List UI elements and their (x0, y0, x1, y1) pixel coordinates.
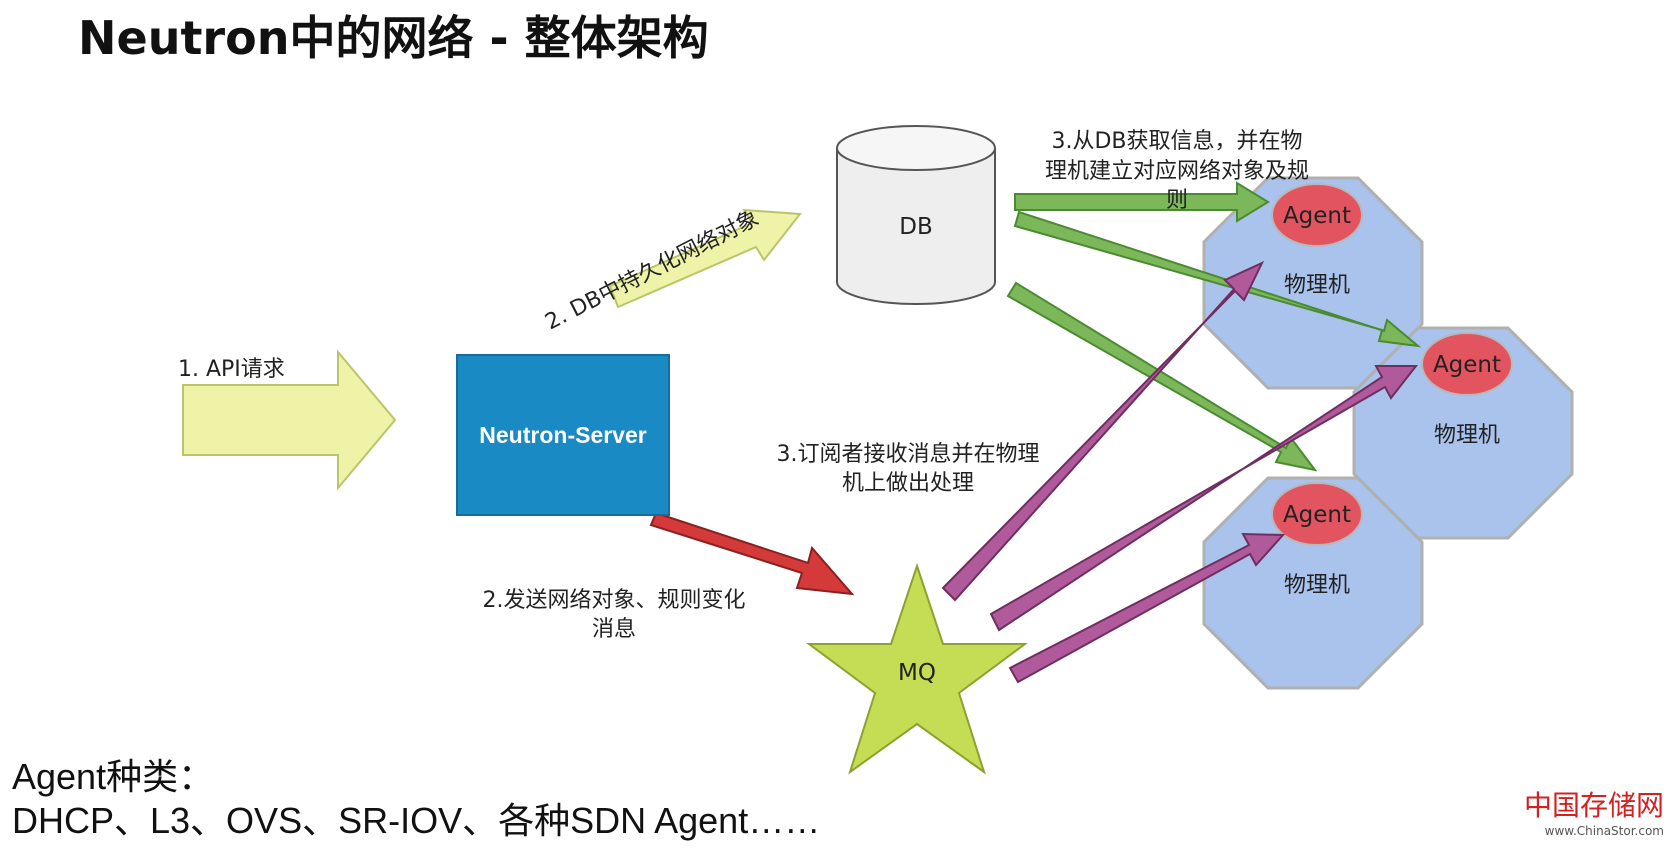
send-message-label-line1: 2.发送网络对象、规则变化 (483, 588, 746, 613)
neutron-server-label: Neutron-Server (479, 422, 646, 448)
subscriber-label-line2: 机上做出处理 (842, 471, 974, 496)
host-1-label: 物理机 (1284, 273, 1350, 298)
subscriber-label-line1: 3.订阅者接收消息并在物理 (777, 442, 1040, 467)
host-2-label: 物理机 (1434, 423, 1500, 448)
db-fetch-arrow-3 (1006, 281, 1318, 472)
db-cylinder (836, 125, 996, 305)
send-message-arrow (649, 511, 855, 596)
api-request-arrow (182, 349, 397, 491)
db-label: DB (899, 214, 933, 240)
mq-star (805, 562, 1029, 775)
db-fetch-arrow-1 (1014, 181, 1270, 223)
subscribe-arrow-2 (989, 365, 1419, 632)
subscribe-arrow-1 (941, 260, 1265, 602)
watermark-logo: 中国存储网 (1523, 789, 1664, 822)
db-persist-arrow (608, 208, 802, 309)
db-fetch-arrow-2 (1013, 210, 1422, 348)
api-request-label: 1. API请求 (178, 357, 285, 382)
db-fetch-label-line1: 3.从DB获取信息，并在物 (1051, 129, 1302, 154)
host-3-label: 物理机 (1284, 573, 1350, 598)
agent-1-label: Agent (1283, 203, 1351, 229)
neutron-server-box (456, 354, 670, 516)
agent-1 (1271, 183, 1363, 247)
subscribe-arrow-3 (1008, 532, 1286, 684)
mq-label: MQ (898, 660, 936, 686)
agent-types-heading: Agent种类： (12, 756, 215, 797)
db-fetch-label-line3: 则 (1166, 188, 1188, 213)
send-message-label-line2: 消息 (592, 617, 636, 642)
physical-host-2 (1352, 326, 1574, 540)
db-persist-label: 2. DB中持久化网络对象 (541, 206, 763, 335)
db-fetch-label-line2: 理机建立对应网络对象及规 (1045, 159, 1309, 184)
agent-3 (1271, 482, 1363, 546)
page-title: Neutron中的网络 - 整体架构 (78, 11, 709, 65)
agent-2-label: Agent (1433, 352, 1501, 378)
agent-2 (1421, 332, 1513, 396)
agent-types-list: DHCP、L3、OVS、SR-IOV、各种SDN Agent…… (12, 800, 821, 841)
watermark-url: www.ChinaStor.com (1544, 824, 1664, 838)
agent-3-label: Agent (1283, 502, 1351, 528)
